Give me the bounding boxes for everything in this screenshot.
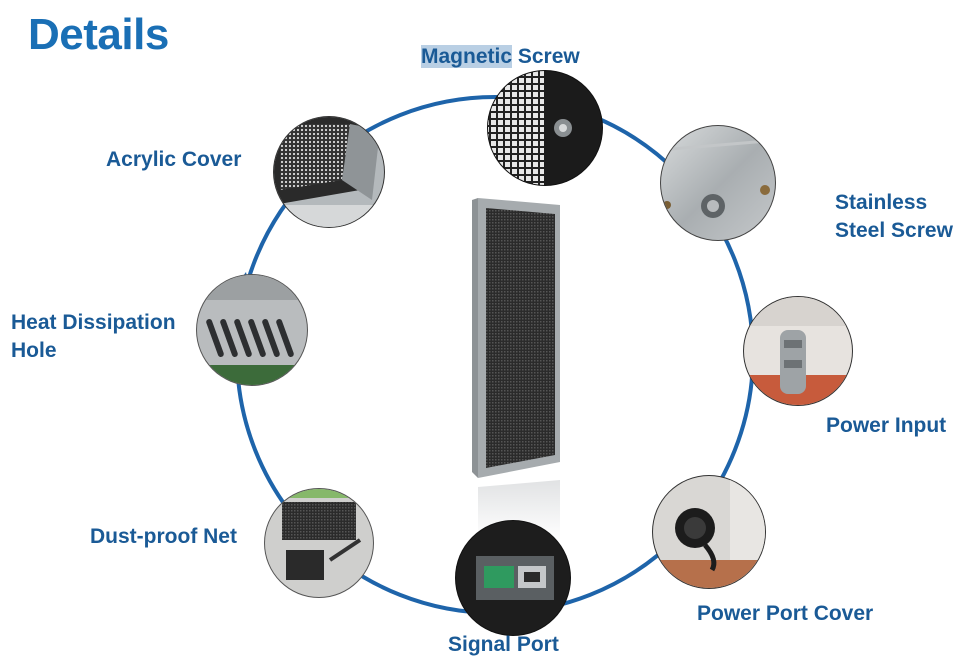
label-stainless-line1: Stainless	[835, 191, 928, 214]
label-power-port-cover: Power Port Cover	[697, 602, 874, 625]
label-magnetic-screw: Magnetic Screw	[421, 43, 580, 71]
label-heat-line1: Heat Dissipation	[11, 311, 176, 334]
acrylic-cover-photo	[273, 116, 385, 228]
power-input-photo	[743, 296, 853, 406]
signal-port-photo	[455, 520, 571, 636]
label-stainless-line2: Steel Screw	[835, 219, 953, 242]
label-signal-port: Signal Port	[448, 633, 559, 656]
stainless-steel-screw-photo	[660, 125, 776, 241]
label-heat-line2: Hole	[11, 339, 57, 362]
page-title: Details	[28, 10, 169, 59]
label-acrylic-cover: Acrylic Cover	[106, 148, 242, 171]
heat-dissipation-hole-photo	[196, 274, 308, 386]
label-dust-proof-net: Dust-proof Net	[90, 525, 237, 548]
led-panel-product	[472, 198, 560, 540]
label-magnetic-screw-rest: Screw	[512, 45, 580, 68]
label-power-input: Power Input	[826, 414, 947, 437]
dust-proof-net-photo	[264, 488, 374, 598]
power-port-cover-photo	[652, 475, 766, 589]
magnetic-screw-photo	[487, 70, 603, 186]
label-magnetic-highlight: Magnetic	[421, 45, 513, 68]
